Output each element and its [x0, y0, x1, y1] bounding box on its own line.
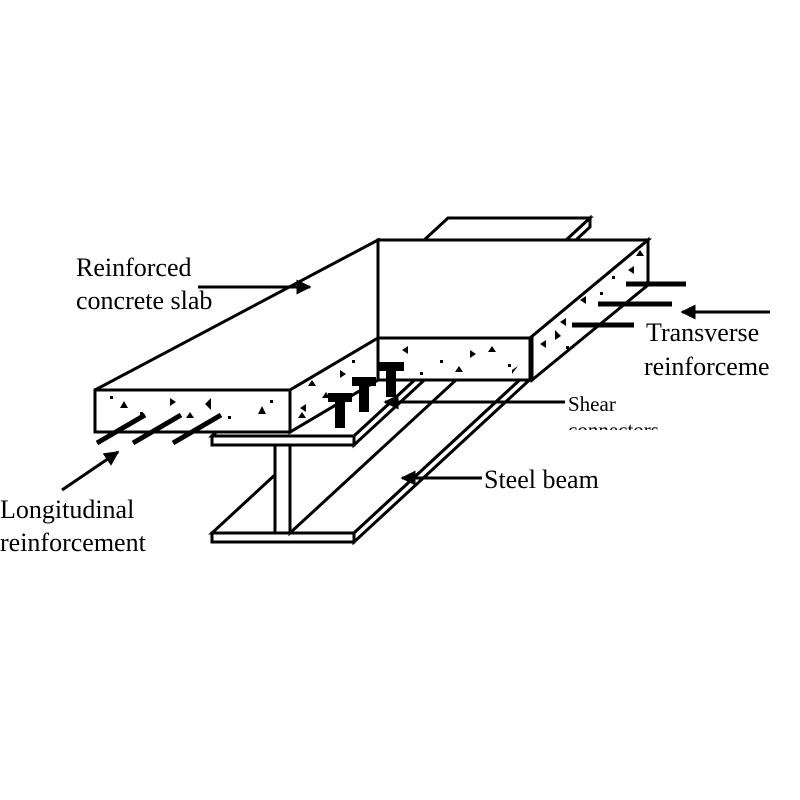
- beam-label: Steel beam: [484, 465, 599, 494]
- slab-label-line2: concrete slab: [76, 286, 212, 315]
- longitudinal-label-line2: reinforcement: [0, 528, 147, 557]
- longitudinal-label-line1: Longitudinal: [0, 495, 134, 524]
- longitudinal-reinforcement-bars: [95, 412, 223, 446]
- transverse-reinforcement-bars: [572, 281, 686, 328]
- concrete-aggregate-dots: [110, 250, 644, 419]
- transverse-label-line1: Transverse: [646, 318, 759, 347]
- slab-label-line1: Reinforced: [76, 253, 192, 282]
- shear-label-line2: connectors: [568, 418, 659, 442]
- slab-back-front-face: [376, 336, 532, 382]
- transverse-label-line2: reinforceme: [644, 352, 770, 381]
- longitudinal-leader-arrow: [61, 450, 120, 492]
- shear-connectors: [328, 362, 404, 428]
- shear-label-line1: Shear: [568, 392, 616, 416]
